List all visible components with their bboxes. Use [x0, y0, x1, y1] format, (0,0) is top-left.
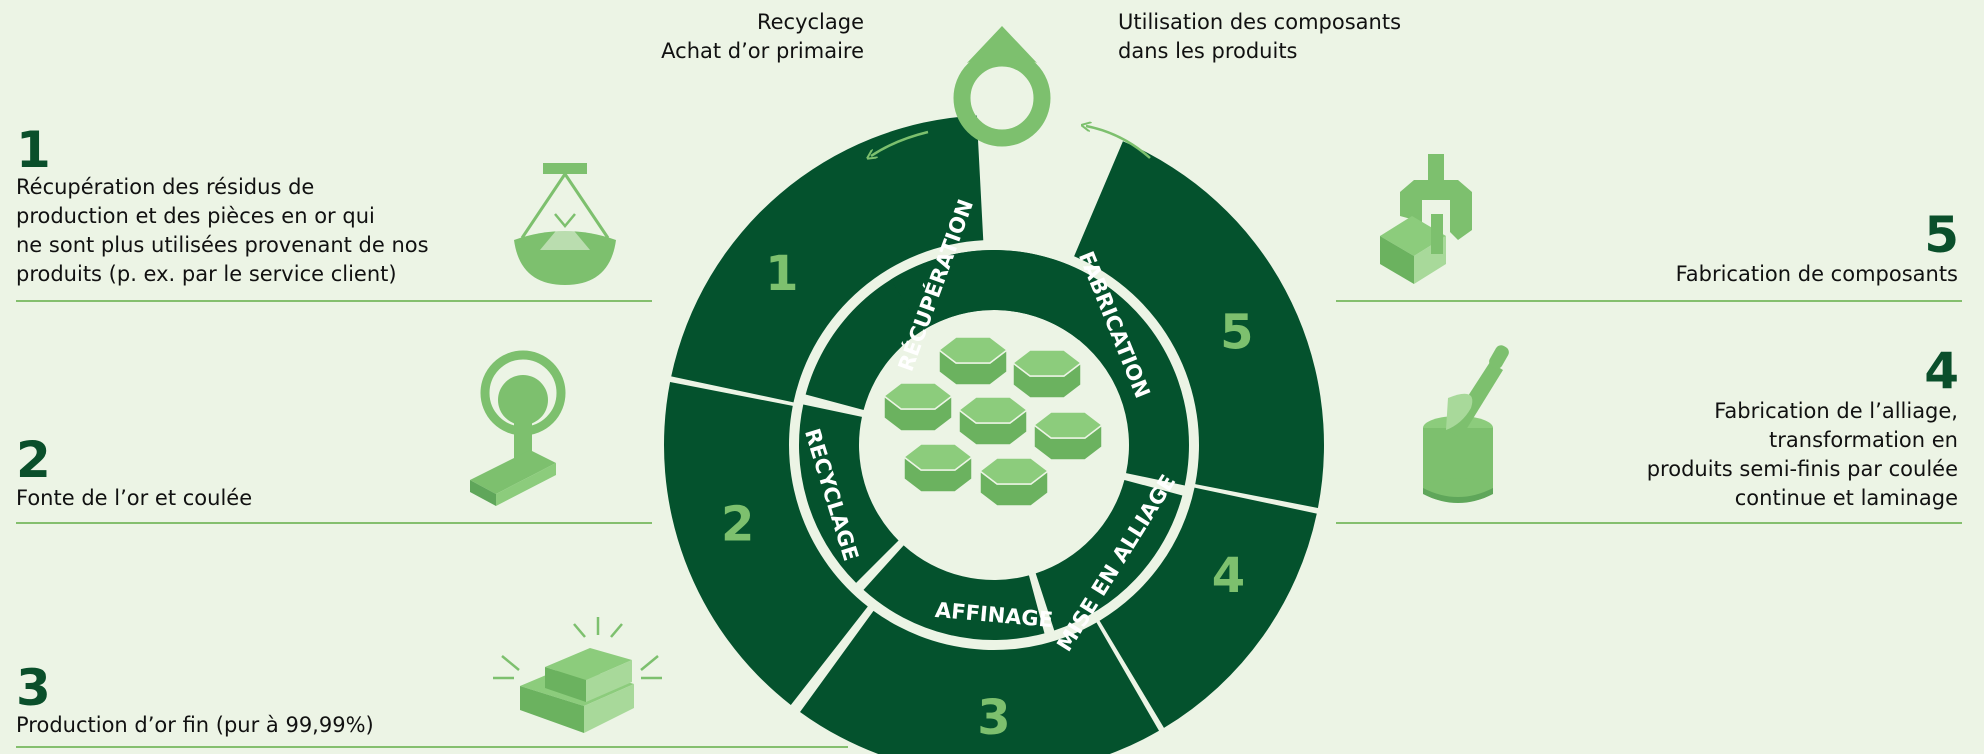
- gripper-icon: [1380, 154, 1472, 284]
- step-3-divider: [16, 746, 848, 748]
- step-3-line: Production d’or fin (pur à 99,99%): [16, 713, 374, 737]
- step-4-description: Fabrication de l’alliage, transformation…: [1647, 397, 1958, 513]
- step-1-line: production et des pièces en or qui: [16, 204, 375, 228]
- hexagon-pellet: [978, 457, 1050, 507]
- hexagon-pellet: [1032, 411, 1104, 461]
- top-caption-left-line: Recyclage: [756, 10, 864, 34]
- step-1-line: produits (p. ex. par le service client): [16, 262, 397, 286]
- step-4-line: Fabrication de l’alliage,: [1714, 399, 1958, 423]
- step-5-divider: [1336, 300, 1962, 302]
- wheel-number-1: 1: [765, 246, 798, 302]
- step-5-line: Fabrication de composants: [1675, 262, 1958, 286]
- crucible-icon: [514, 163, 616, 285]
- step-3-description: Production d’or fin (pur à 99,99%): [16, 711, 374, 740]
- step-4-divider: [1336, 522, 1962, 524]
- step-4-number: 4: [1924, 342, 1959, 400]
- wheel-number-4: 4: [1212, 548, 1245, 604]
- step-4-line: continue et laminage: [1734, 486, 1958, 510]
- wheel-number-2: 2: [721, 496, 754, 552]
- step-4-line: produits semi-finis par coulée: [1646, 457, 1958, 481]
- step-3-number: 3: [16, 659, 51, 717]
- pouring-ladle-icon: [470, 350, 566, 506]
- inner-segment-4: [1035, 479, 1183, 631]
- inner-ring: [799, 249, 1190, 640]
- wheel-number-3: 3: [977, 690, 1010, 746]
- step-2-divider: [16, 522, 652, 524]
- top-caption-right: Utilisation des composants dans les prod…: [1118, 8, 1401, 66]
- step-1-line: Récupération des résidus de: [16, 175, 315, 199]
- hexagon-pellet: [882, 382, 954, 432]
- top-caption-left-line: Achat d’or primaire: [661, 39, 864, 63]
- step-2-description: Fonte de l’or et coulée: [16, 484, 252, 513]
- outer-segment-1: [671, 115, 984, 403]
- outer-segment-3: [800, 610, 1159, 754]
- step-4-line: transformation en: [1769, 428, 1958, 452]
- step-1-divider: [16, 300, 652, 302]
- step-1-line: ne sont plus utilisées provenant de nos: [16, 233, 429, 257]
- mixing-stick-icon: [1423, 345, 1509, 503]
- top-caption-left: Recyclage Achat d’or primaire: [661, 8, 864, 66]
- arrow-right-icon: [1086, 126, 1151, 159]
- arrow-left-icon: [871, 130, 929, 156]
- outer-ring: 1 2 3 4 5: [664, 115, 1324, 754]
- hexagon-pellet: [957, 396, 1029, 446]
- top-caption-right-line: dans les produits: [1118, 39, 1298, 63]
- hexagon-pellet: [902, 443, 974, 493]
- ring-icon: [953, 26, 1051, 147]
- step-1-description: Récupération des résidus de production e…: [16, 173, 429, 289]
- top-caption-right-line: Utilisation des composants: [1118, 10, 1402, 34]
- step-2-number: 2: [16, 431, 51, 489]
- hexagon-pellet: [1011, 349, 1083, 399]
- hexagon-pellet: [937, 336, 1009, 386]
- step-1-number: 1: [16, 121, 51, 179]
- step-5-number: 5: [1924, 206, 1959, 264]
- outer-segment-5: [1074, 141, 1324, 508]
- hexagon-pellets-icon: [882, 336, 1104, 507]
- inner-segment-5: [890, 250, 1190, 486]
- inner-segment-2: [799, 404, 899, 583]
- outer-segment-4: [1099, 487, 1317, 728]
- inner-segment-3: [863, 545, 1045, 640]
- step-2-line: Fonte de l’or et coulée: [16, 486, 253, 510]
- outer-segment-2: [664, 382, 868, 706]
- wheel-number-5: 5: [1220, 305, 1253, 361]
- step-5-description: Fabrication de composants: [1676, 260, 1958, 289]
- gold-bars-icon: [493, 617, 662, 733]
